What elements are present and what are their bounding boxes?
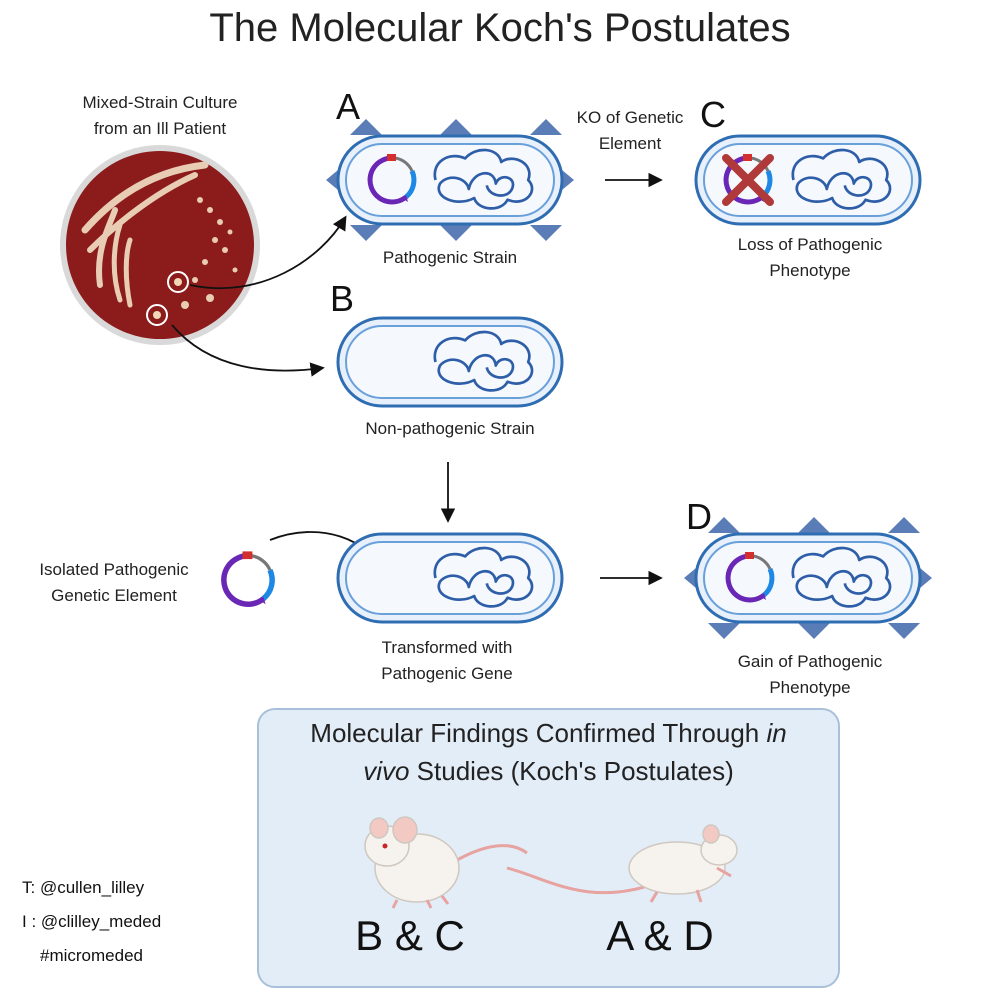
cell-b-non-pathogenic (336, 316, 564, 408)
petri-dish-image (60, 145, 260, 345)
credit-instagram: I : @clilley_meded (22, 912, 162, 931)
letter-c: C (700, 94, 726, 135)
mouse-left-label: B & C (355, 912, 465, 959)
letter-a: A (336, 86, 361, 127)
mouse-right-icon (506, 824, 738, 903)
pathogenic-strain-label: Pathogenic Strain (382, 248, 518, 267)
mouse-right-label: A & D (606, 912, 714, 959)
cell-transformed (336, 532, 564, 624)
credit-twitter: T: @cullen_lilley (22, 878, 145, 897)
page-title: The Molecular Koch's Postulates (209, 6, 791, 50)
letter-b: B (330, 278, 355, 319)
cell-c-knockout (694, 134, 922, 226)
mouse-left-icon (364, 816, 528, 909)
cell-d-gain (684, 517, 932, 639)
credit-hashtag: #micromeded (40, 946, 143, 965)
non-pathogenic-label: Non-pathogenic Strain (365, 419, 535, 438)
ko-cross-icon (722, 154, 774, 206)
cell-a-pathogenic (326, 119, 574, 241)
letter-d: D (686, 496, 712, 537)
isolated-plasmid-icon (224, 551, 272, 604)
mice-illustration (364, 816, 738, 909)
in-vivo-panel (257, 708, 840, 988)
